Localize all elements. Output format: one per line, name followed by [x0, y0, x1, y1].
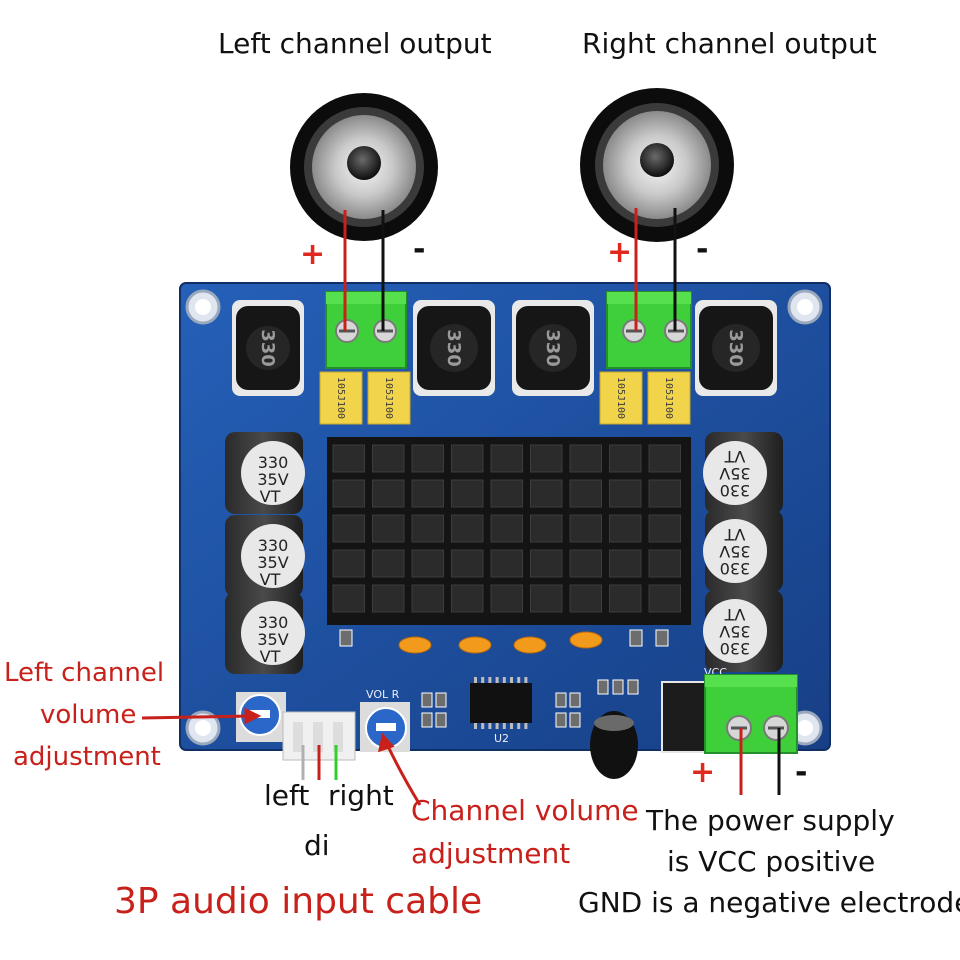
input-di-label: di [304, 829, 330, 862]
heatsink [327, 437, 691, 625]
input-right-label: right [328, 779, 394, 812]
svg-text:330: 330 [725, 329, 746, 367]
left-channel-output-label: Left channel output [218, 27, 492, 60]
header-leads [301, 745, 338, 780]
svg-text:35V: 35V [257, 553, 288, 572]
left-volume-label-line3: adjustment [13, 742, 161, 772]
power-negative-sign: - [795, 755, 808, 790]
svg-text:VT: VT [260, 570, 281, 589]
inductor-markings: 330 330 330 330 [257, 329, 746, 367]
channel-volume-label-line1: Channel volume [411, 794, 639, 827]
smd-parts [339, 629, 669, 728]
right-channel-output-label: Right channel output [582, 27, 877, 60]
capacitor-markings-right: 330 35V VT 330 35V VT 330 35V VT [719, 447, 750, 658]
left-speaker-icon [290, 93, 438, 241]
power-label-line2: is VCC positive [667, 845, 876, 878]
left-volume-label-line1: Left channel [4, 658, 165, 688]
svg-text:VT: VT [724, 525, 745, 544]
film-capacitor-markings: 105J100 105J100 105J100 105J100 [335, 377, 674, 419]
svg-text:35V: 35V [257, 630, 288, 649]
right-volume-knob [360, 702, 410, 752]
inductors [232, 300, 777, 396]
channel-volume-label-line2: adjustment [411, 837, 571, 870]
svg-text:330: 330 [542, 329, 563, 367]
left-output-positive-sign: + [300, 237, 326, 272]
svg-text:330: 330 [258, 613, 289, 632]
svg-text:35V: 35V [719, 542, 750, 561]
svg-text:330: 330 [258, 453, 289, 472]
power-leads [739, 728, 781, 795]
svg-text:105J100: 105J100 [383, 377, 394, 419]
svg-text:105J100: 105J100 [335, 377, 346, 419]
right-output-terminal [606, 291, 692, 369]
diode [661, 681, 709, 753]
svg-text:330: 330 [257, 329, 278, 367]
right-speaker-icon [580, 88, 734, 242]
small-electrolytic-cap [590, 711, 638, 779]
svg-text:VT: VT [260, 647, 281, 666]
orange-ceramic-caps [398, 631, 603, 654]
power-positive-sign: + [690, 755, 716, 790]
left-output-negative-sign: - [413, 232, 426, 267]
power-input-terminal [704, 674, 798, 754]
svg-text:330: 330 [443, 329, 464, 367]
svg-text:VT: VT [724, 447, 745, 466]
power-label-line1: The power supply [646, 804, 895, 837]
speaker-wires [343, 208, 677, 331]
left-volume-knob [236, 692, 286, 742]
svg-text:35V: 35V [719, 622, 750, 641]
annotation-arrows [141, 707, 422, 806]
film-capacitors [319, 371, 691, 425]
svg-text:VT: VT [724, 605, 745, 624]
svg-text:330: 330 [720, 481, 751, 500]
svg-text:35V: 35V [257, 470, 288, 489]
input-cable-title: 3P audio input cable [114, 881, 483, 922]
power-label-line3: GND is a negative electrode [578, 886, 960, 919]
audio-input-header [282, 711, 356, 761]
right-output-negative-sign: - [696, 232, 709, 267]
svg-text:VT: VT [260, 487, 281, 506]
left-output-terminal [325, 291, 407, 369]
svg-text:U2: U2 [494, 732, 509, 745]
svg-text:35V: 35V [719, 464, 750, 483]
input-left-label: left [264, 779, 310, 812]
svg-text:330: 330 [258, 536, 289, 555]
left-volume-label-line2: volume [40, 700, 137, 730]
ic-chip-u2 [470, 677, 532, 729]
electrolytic-capacitors [225, 432, 783, 674]
capacitor-markings-left: 330 35V VT 330 35V VT 330 35V VT [257, 453, 288, 666]
svg-text:105J100: 105J100 [615, 377, 626, 419]
svg-text:VOL R: VOL R [366, 688, 400, 701]
svg-text:330: 330 [720, 639, 751, 658]
svg-text:330: 330 [720, 559, 751, 578]
right-output-positive-sign: + [607, 235, 633, 270]
svg-text:105J100: 105J100 [663, 377, 674, 419]
